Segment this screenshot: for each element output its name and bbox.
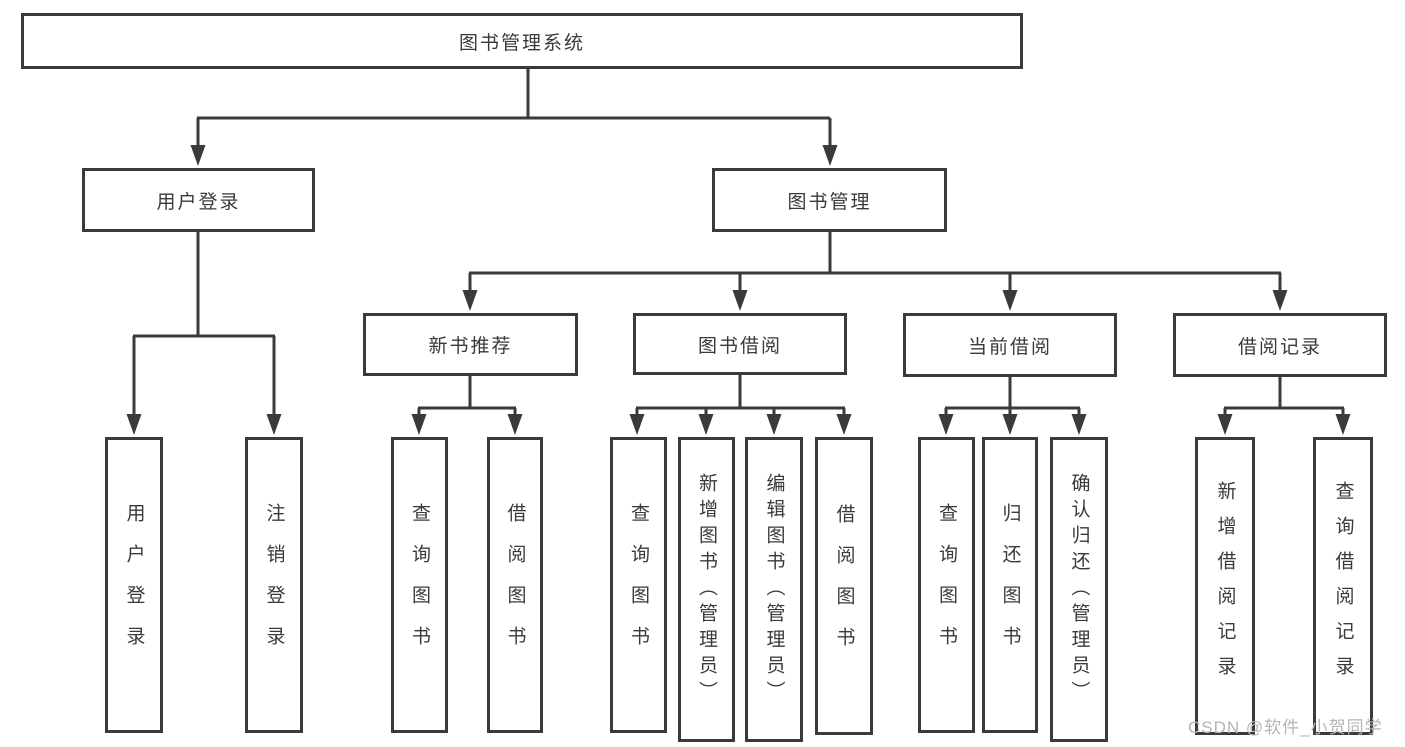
node-label: 借阅记录 bbox=[1237, 336, 1322, 358]
node-borrow-records: 借阅记录 bbox=[1173, 313, 1387, 377]
node-label: 当前借阅 bbox=[967, 336, 1052, 358]
node-label: 图书借阅 bbox=[697, 335, 782, 357]
node-user-login: 用户登录 bbox=[82, 168, 315, 232]
node-label: 查询图书 bbox=[409, 503, 430, 667]
leaf-query-books-recommend: 查询图书 bbox=[391, 437, 448, 733]
leaf-query-borrow-record: 查询借阅记录 bbox=[1313, 437, 1373, 735]
leaf-user-login: 用户登录 bbox=[105, 437, 163, 733]
csdn-watermark: CSDN @软件_小贺同学 bbox=[1188, 718, 1383, 737]
node-label: 查询借阅记录 bbox=[1332, 481, 1354, 691]
node-label: 借阅图书 bbox=[833, 504, 855, 668]
node-book-management: 图书管理 bbox=[712, 168, 947, 232]
node-label: 归还图书 bbox=[999, 503, 1021, 667]
node-book-borrow: 图书借阅 bbox=[633, 313, 847, 375]
node-label: 新书推荐 bbox=[428, 336, 513, 357]
node-label: 注销登录 bbox=[263, 503, 285, 667]
leaf-edit-book-admin: 编辑图书（管理员） bbox=[745, 437, 803, 742]
leaf-logout-login: 注销登录 bbox=[245, 437, 303, 733]
leaf-query-books-current: 查询图书 bbox=[918, 437, 975, 733]
node-label: 编辑图书（管理员） bbox=[763, 472, 785, 707]
node-label: 查询图书 bbox=[628, 503, 649, 667]
node-label: 新增图书（管理员） bbox=[696, 472, 717, 707]
node-label: 借阅图书 bbox=[504, 503, 526, 667]
node-label: 用户登录 bbox=[156, 191, 241, 213]
node-label: 查询图书 bbox=[936, 503, 957, 667]
node-label: 新增借阅记录 bbox=[1214, 481, 1236, 691]
node-label: 确认归还（管理员） bbox=[1068, 472, 1090, 707]
node-root-library-management-system: 图书管理系统 bbox=[21, 13, 1023, 69]
leaf-add-borrow-record: 新增借阅记录 bbox=[1195, 437, 1255, 735]
leaf-query-books-borrow: 查询图书 bbox=[610, 437, 667, 733]
node-new-book-recommend: 新书推荐 bbox=[363, 313, 578, 376]
node-label: 用户登录 bbox=[123, 503, 145, 667]
leaf-borrow-books: 借阅图书 bbox=[815, 437, 873, 735]
node-label: 图书管理系统 bbox=[458, 32, 585, 54]
arrowheads bbox=[126, 145, 1351, 435]
node-label: 图书管理 bbox=[787, 191, 872, 213]
leaf-add-book-admin: 新增图书（管理员） bbox=[678, 437, 735, 742]
leaf-confirm-return-admin: 确认归还（管理员） bbox=[1050, 437, 1108, 742]
leaf-return-book: 归还图书 bbox=[982, 437, 1038, 733]
node-current-borrow: 当前借阅 bbox=[903, 313, 1117, 377]
leaf-borrow-books-recommend: 借阅图书 bbox=[487, 437, 543, 733]
